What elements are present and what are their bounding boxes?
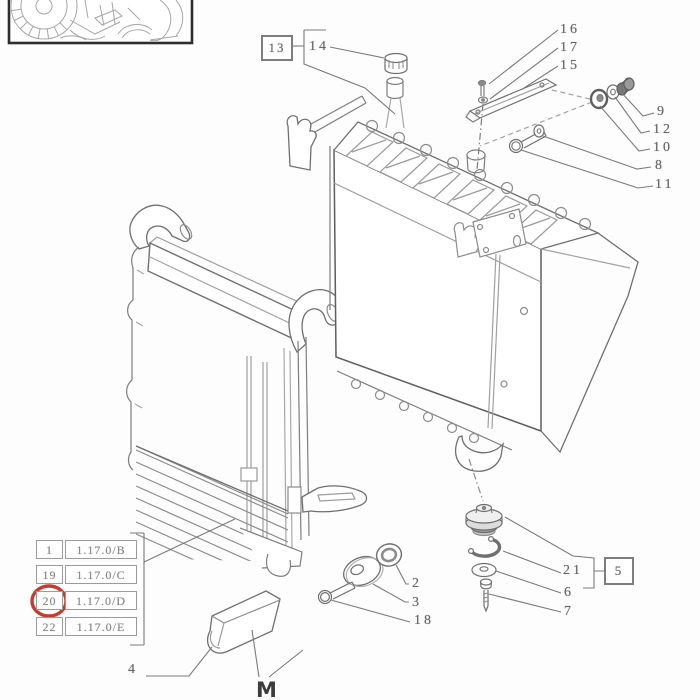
radiator-assembly-right — [286, 52, 639, 502]
callout-3: 3 — [412, 595, 422, 610]
callout-10-leader — [599, 105, 651, 152]
oil-cooler-fins — [136, 445, 288, 562]
leader-lines — [130, 29, 655, 678]
callout-8-leader — [542, 135, 652, 170]
table-ref[interactable]: 22 — [36, 617, 63, 636]
lower-bolt — [317, 581, 356, 605]
rubber-pad — [206, 590, 281, 654]
table-ref[interactable]: 19 — [36, 565, 63, 584]
callout-16: 16 — [560, 22, 580, 37]
callout-13-bracket — [303, 29, 396, 115]
small-bolt — [616, 77, 635, 96]
table-code[interactable]: 1.17.0/B — [65, 540, 137, 559]
callout-11: 11 — [655, 177, 675, 192]
left-upper-hose-fitting — [129, 204, 191, 250]
callout-2-leader — [395, 564, 409, 585]
mounting-plate — [472, 208, 527, 258]
callout-17-leader — [489, 47, 559, 100]
callout-box-5: 5 — [604, 557, 634, 585]
bottom-tank-corrugation — [350, 378, 480, 444]
callout-8: 8 — [655, 158, 665, 173]
callout-2: 2 — [412, 576, 422, 591]
callout-box-13: 13 — [261, 35, 293, 61]
radiator-cap — [384, 52, 408, 75]
lower-mount-hardware — [206, 503, 503, 654]
callout-12: 12 — [653, 122, 673, 137]
callout-15: 15 — [560, 58, 580, 73]
table-ref[interactable]: 1 — [36, 540, 63, 559]
callout-11-leader — [520, 149, 654, 189]
marker-m-leaders — [251, 629, 304, 678]
callout-3-leader — [372, 583, 409, 603]
rubber-bushing — [589, 88, 609, 110]
callout-4-leader — [146, 646, 213, 677]
table-code[interactable]: 1.17.0/E — [65, 617, 137, 636]
mount-washer — [471, 562, 497, 578]
callout-9: 9 — [657, 104, 667, 119]
snap-ring — [468, 535, 502, 558]
callout-6-leader — [495, 570, 562, 594]
tractor-sketch — [11, 0, 184, 41]
callout-15-leader — [523, 65, 559, 89]
filler-neck — [466, 149, 486, 161]
rubber-mount — [465, 503, 503, 537]
table-bracket — [130, 518, 236, 646]
upper-bolt — [477, 79, 487, 96]
centerline — [476, 103, 484, 171]
callout-21: 21 — [563, 563, 583, 578]
side-handle-bracket — [301, 485, 368, 513]
table-ref[interactable]: 20 — [36, 591, 63, 610]
callout-9-leader — [620, 91, 655, 117]
callout-18-leader — [330, 599, 411, 623]
callout-14: 14 — [309, 39, 329, 54]
small-washer — [606, 84, 620, 100]
left-radiator-foot — [265, 553, 292, 577]
callout-7-leader — [488, 593, 562, 613]
left-keyhole-bracket — [286, 115, 317, 171]
upper-mount-hardware — [465, 77, 635, 171]
right-radiator-foot — [455, 435, 505, 472]
callout-4: 4 — [128, 662, 138, 677]
filler-neck-upper — [385, 76, 405, 129]
callout-6: 6 — [564, 585, 574, 600]
callout-21-leader — [502, 550, 562, 574]
callout-10: 10 — [653, 140, 673, 155]
radiator-assembly-left — [126, 204, 368, 577]
table-code[interactable]: 1.17.0/C — [65, 565, 137, 584]
marker-m: M — [256, 678, 277, 700]
table-code[interactable]: 1.17.0/D — [65, 591, 137, 610]
callout-12-leader — [614, 96, 651, 134]
callout-18: 18 — [414, 613, 434, 628]
mount-bolt — [479, 578, 493, 613]
callout-7: 7 — [564, 604, 574, 619]
side-washer — [533, 124, 545, 138]
callout-14-leader — [329, 46, 385, 59]
callout-17: 17 — [560, 40, 580, 55]
overview-thumbnail[interactable] — [7, 0, 194, 45]
rubber-ring — [375, 543, 403, 567]
callout-21-bracket — [504, 516, 604, 589]
callout-16-leader — [488, 29, 559, 85]
